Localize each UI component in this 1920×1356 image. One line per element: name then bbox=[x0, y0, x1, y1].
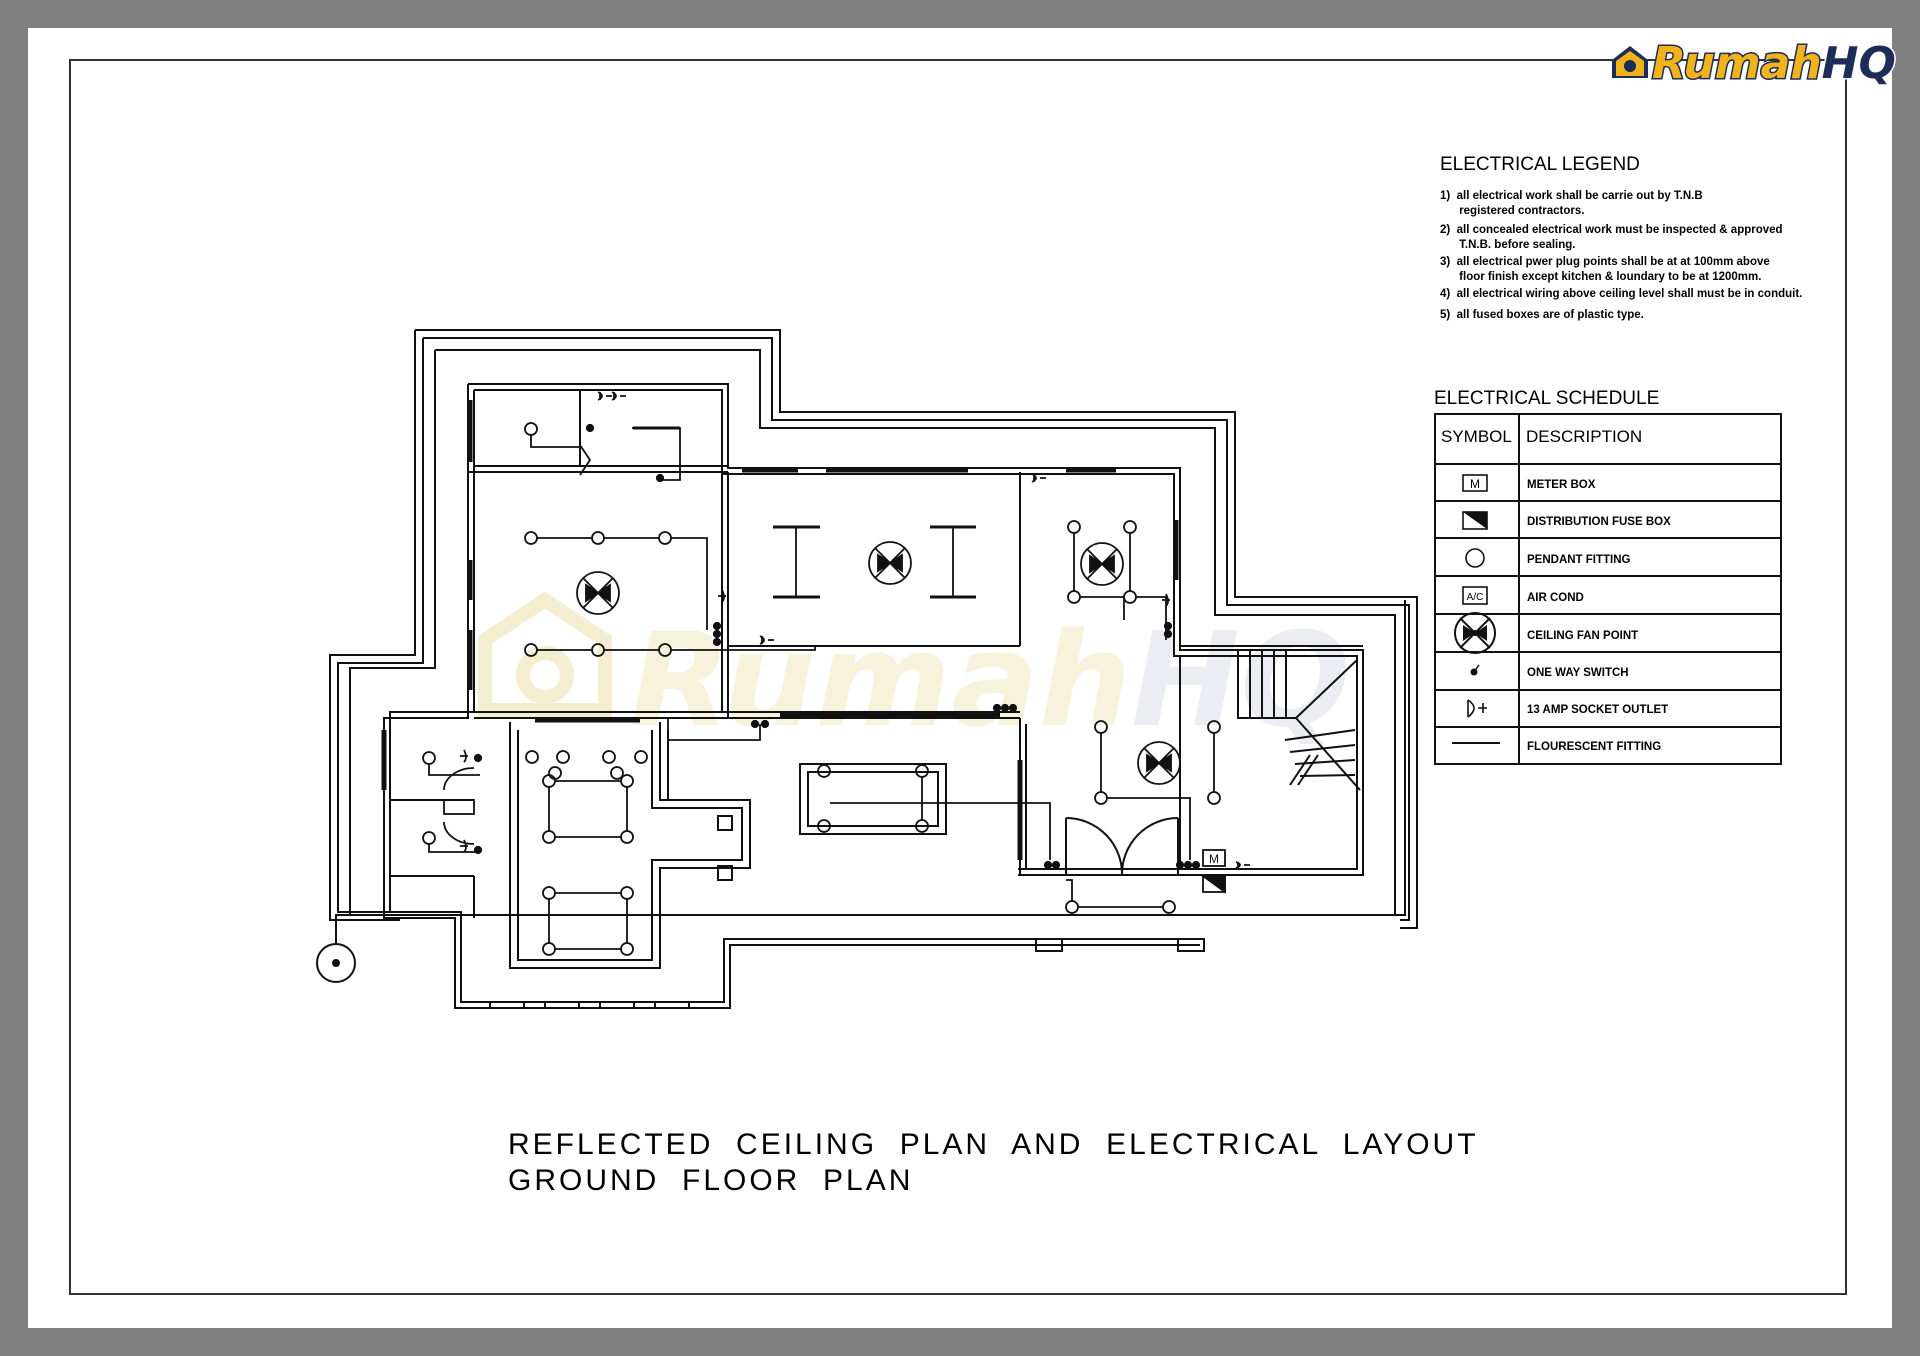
schedule-header-symbol: SYMBOL bbox=[1441, 427, 1512, 446]
schedule-description: AIR COND bbox=[1527, 592, 1584, 604]
schedule-description: DISTRIBUTION FUSE BOX bbox=[1527, 516, 1671, 528]
schedule-header-description: DESCRIPTION bbox=[1526, 427, 1642, 446]
electrical-schedule: ELECTRICAL SCHEDULE SYMBOL DESCRIPTION M bbox=[1434, 388, 1782, 765]
wiring bbox=[667, 718, 761, 741]
socket-outlet-icon bbox=[1467, 699, 1487, 718]
partition bbox=[390, 799, 475, 918]
svg-text:RumahHQ: RumahHQ bbox=[1652, 38, 1896, 89]
fluorescent-fitting-icon bbox=[633, 426, 976, 599]
wiring bbox=[1066, 879, 1163, 908]
wiring bbox=[1073, 533, 1167, 640]
ceiling-fan-icon bbox=[868, 541, 912, 585]
watermark-text: RumahHQ bbox=[630, 604, 1351, 756]
meter-box-icon: M bbox=[1202, 849, 1226, 867]
building-wall bbox=[383, 384, 1200, 1009]
schedule-description: METER BOX bbox=[1527, 479, 1596, 491]
drawing-title: REFLECTED CEILING PLAN AND ELECTRICAL LA… bbox=[508, 1128, 1479, 1161]
logo-house-icon bbox=[1612, 46, 1648, 78]
main-door bbox=[1065, 817, 1179, 876]
outer-wall bbox=[415, 329, 1418, 929]
wiring bbox=[830, 777, 1051, 860]
partition bbox=[517, 730, 743, 961]
appliance-box bbox=[717, 865, 733, 881]
schedule-description: CEILING FAN POINT bbox=[1527, 630, 1638, 642]
partition bbox=[509, 722, 751, 969]
outer-wall bbox=[337, 338, 424, 913]
title-block: REFLECTED CEILING PLAN AND ELECTRICAL LA… bbox=[508, 1128, 1479, 1197]
logo-text-part1: Rumah bbox=[1652, 38, 1822, 89]
floor-plan bbox=[316, 329, 1418, 1009]
meter-box-icon: M bbox=[1462, 474, 1488, 492]
svg-text:M: M bbox=[1470, 477, 1480, 491]
bottom-windows bbox=[489, 938, 1205, 1009]
one-way-switch-icon bbox=[473, 423, 1201, 870]
wiring bbox=[428, 764, 480, 853]
dining-table-inner bbox=[807, 771, 939, 827]
distribution-fuse-box-icon bbox=[1462, 511, 1488, 530]
appliance-box bbox=[717, 815, 733, 831]
bath-fixture bbox=[443, 767, 475, 845]
schedule-description: PENDANT FITTING bbox=[1527, 554, 1631, 566]
partition bbox=[659, 722, 669, 800]
wiring bbox=[548, 780, 628, 950]
legend-note-line: 3) all electrical pwer plug points shall… bbox=[1440, 256, 1770, 268]
schedule-description: 13 AMP SOCKET OUTLET bbox=[1527, 704, 1668, 716]
staircase bbox=[1237, 650, 1361, 791]
svg-text:A/C: A/C bbox=[1467, 592, 1484, 603]
legend-note-line: 1) all electrical work shall be carrie o… bbox=[1440, 190, 1703, 202]
schedule-description: FLOURESCENT FITTING bbox=[1527, 741, 1661, 753]
perimeter-line bbox=[349, 350, 436, 915]
drawing-subtitle: GROUND FLOOR PLAN bbox=[508, 1164, 913, 1197]
watermark: RumahHQ bbox=[478, 591, 1351, 756]
electrical-fixtures: M bbox=[422, 391, 1250, 956]
building-wall bbox=[468, 383, 1364, 876]
schedule-grid bbox=[1434, 413, 1782, 765]
meter-box-label: M bbox=[1209, 852, 1219, 866]
legend-note-line: T.N.B. before sealing. bbox=[1440, 239, 1575, 251]
legend-note-line: registered contractors. bbox=[1440, 205, 1584, 217]
ceiling-fan-icon bbox=[576, 571, 620, 615]
legend-title: ELECTRICAL LEGEND bbox=[1440, 154, 1640, 175]
legend-note-line: 5) all fused boxes are of plastic type. bbox=[1440, 309, 1644, 321]
schedule-title: ELECTRICAL SCHEDULE bbox=[1434, 388, 1659, 409]
air-cond-icon: A/C bbox=[1462, 586, 1488, 605]
bath-fixture bbox=[443, 799, 475, 815]
drawing-frame bbox=[69, 59, 1847, 1295]
one-way-switch-icon bbox=[1470, 664, 1480, 676]
dining-table bbox=[799, 763, 947, 835]
windows bbox=[467, 400, 1179, 860]
watermark-text-part1: Rumah bbox=[630, 604, 1131, 756]
wiring bbox=[537, 646, 816, 651]
watermark-house-icon bbox=[478, 591, 612, 717]
wiring bbox=[1100, 733, 1215, 860]
building-wall bbox=[389, 390, 1200, 1003]
wiring bbox=[537, 537, 708, 630]
outer-wall bbox=[329, 330, 416, 921]
pendant-fitting-icon bbox=[1465, 548, 1485, 568]
logo-text-part2: HQ bbox=[1822, 38, 1896, 89]
ceiling-fan-icon bbox=[1080, 542, 1124, 586]
legend-note-line: 2) all concealed electrical work must be… bbox=[1440, 224, 1783, 236]
electrical-legend: ELECTRICAL LEGEND 1) all electrical work… bbox=[1440, 154, 1802, 321]
brand-logo: RumahHQ bbox=[1612, 37, 1897, 91]
schedule-description: ONE WAY SWITCH bbox=[1527, 667, 1629, 679]
legend-note-line: 4) all electrical wiring above ceiling l… bbox=[1440, 288, 1802, 300]
wiring bbox=[579, 444, 592, 476]
wiring bbox=[530, 427, 681, 481]
ceiling-fan-icon bbox=[1454, 612, 1496, 654]
legend-note-line: floor finish except kitchen & loundary t… bbox=[1440, 271, 1761, 283]
ceiling-fan-icon bbox=[1137, 741, 1181, 785]
outer-wall bbox=[423, 337, 1410, 921]
distribution-fuse-box-icon bbox=[1200, 875, 1226, 894]
perimeter-line bbox=[435, 349, 1396, 915]
socket-outlet-icon bbox=[460, 391, 1250, 869]
